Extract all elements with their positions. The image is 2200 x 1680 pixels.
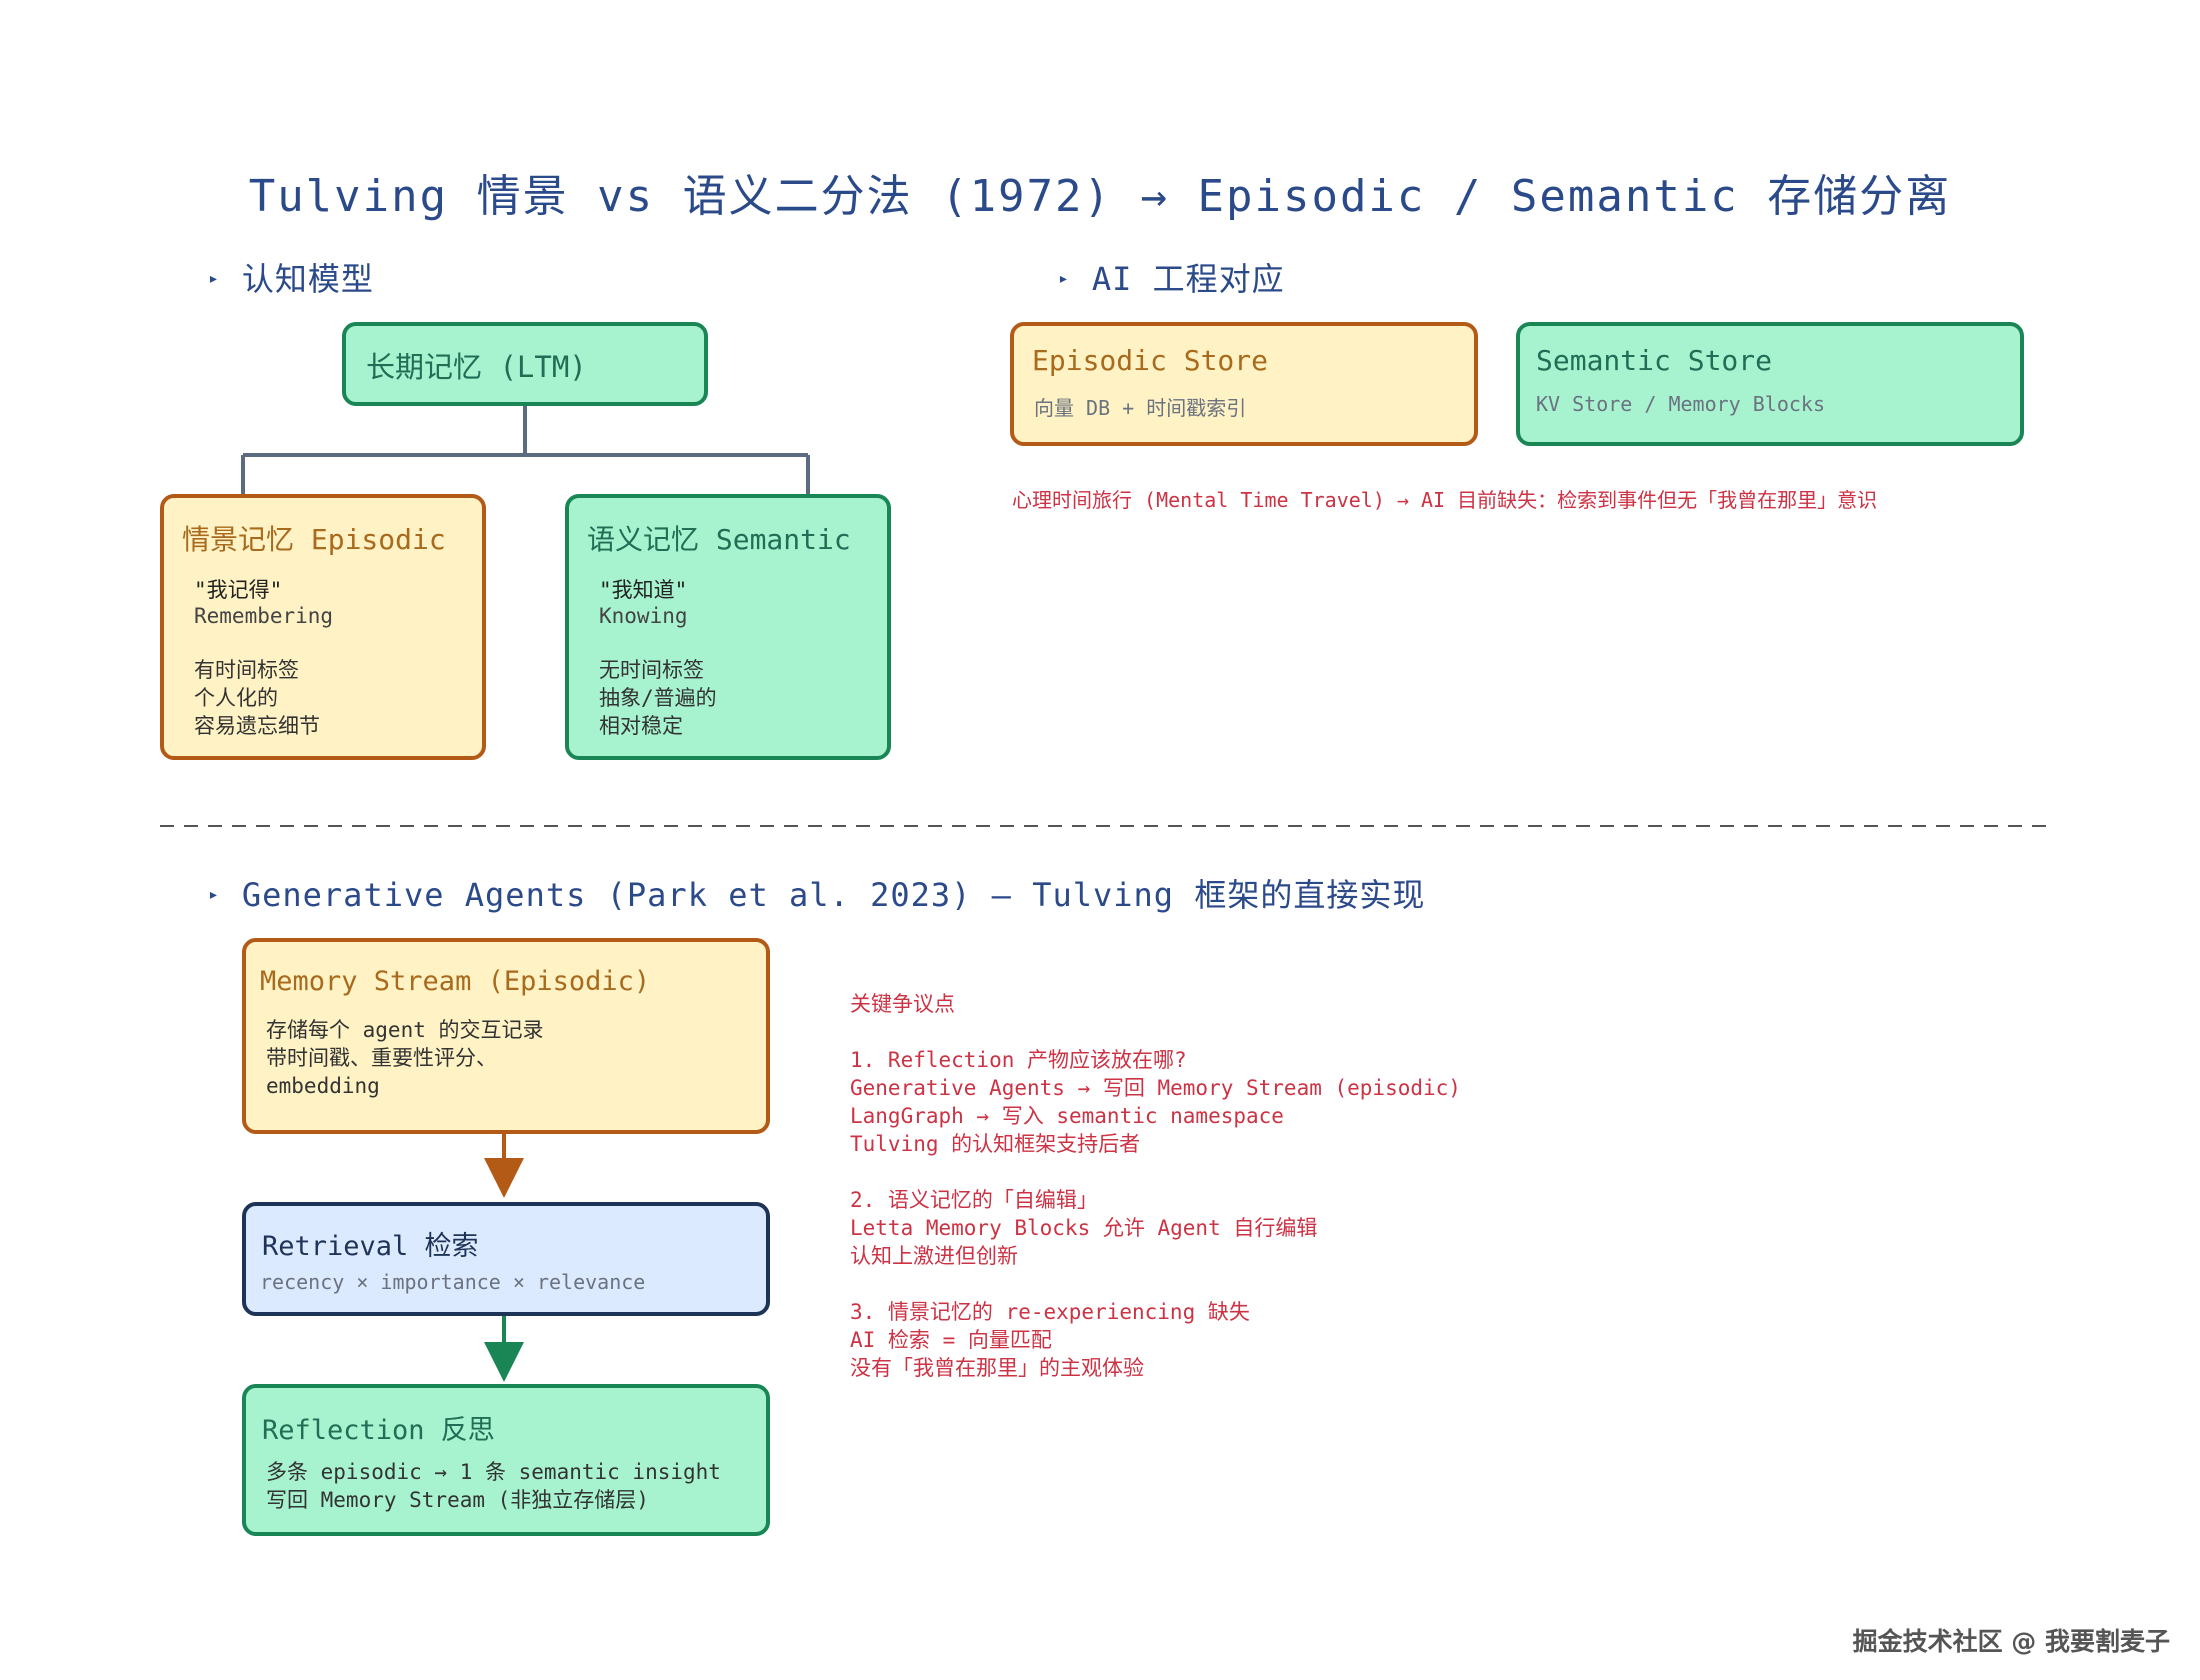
semantic-memory-box: 语义记忆 Semantic "我知道" Knowing 无时间标签 抽象/普遍的…	[565, 494, 891, 760]
memory-stream-title: Memory Stream (Episodic)	[260, 966, 651, 997]
controversy-heading: 关键争议点	[850, 992, 955, 1016]
controversy-point-2: 2. 语义记忆的「自编辑」 Letta Memory Blocks 允许 Age…	[850, 1188, 1318, 1268]
triangle-bullet-icon: ▸	[208, 883, 220, 905]
page-title: Tulving 情景 vs 语义二分法 (1972) → Episodic / …	[248, 171, 1952, 222]
episodic-quote: "我记得"	[194, 578, 283, 602]
retrieval-box: Retrieval 检索 recency × importance × rele…	[242, 1202, 770, 1316]
semantic-traits: 无时间标签 抽象/普遍的 相对稳定	[599, 658, 717, 738]
reflection-box: Reflection 反思 多条 episodic → 1 条 semantic…	[242, 1384, 770, 1536]
retrieval-title: Retrieval 检索	[262, 1231, 479, 1262]
ltm-box: 长期记忆 (LTM)	[342, 322, 708, 406]
episodic-traits: 有时间标签 个人化的 容易遗忘细节	[194, 658, 320, 738]
section-cognitive-model: ▸认知模型	[208, 260, 374, 298]
mental-time-travel-note: 心理时间旅行 (Mental Time Travel) → AI 目前缺失：检索…	[1012, 488, 1878, 512]
controversy-point-1: 1. Reflection 产物应该放在哪? Generative Agents…	[850, 1048, 1461, 1156]
semantic-subtitle: Knowing	[599, 604, 688, 628]
episodic-store-subtitle: 向量 DB + 时间戳索引	[1034, 396, 1247, 420]
memory-stream-body: 存储每个 agent 的交互记录 带时间戳、重要性评分、 embedding	[266, 1018, 544, 1098]
ltm-tree-connector	[241, 404, 810, 495]
semantic-title: 语义记忆 Semantic	[587, 523, 851, 556]
section-generative-agents: ▸Generative Agents (Park et al. 2023) — …	[208, 876, 1426, 914]
semantic-store-title: Semantic Store	[1536, 344, 1773, 377]
episodic-memory-box: 情景记忆 Episodic "我记得" Remembering 有时间标签 个人…	[160, 494, 486, 760]
controversy-point-3: 3. 情景记忆的 re-experiencing 缺失 AI 检索 = 向量匹配…	[850, 1300, 1250, 1380]
reflection-body: 多条 episodic → 1 条 semantic insight 写回 Me…	[266, 1460, 721, 1512]
retrieval-formula: recency × importance × relevance	[260, 1270, 646, 1294]
episodic-store-title: Episodic Store	[1032, 344, 1269, 377]
watermark: 掘金技术社区 @ 我要割麦子	[1852, 1627, 2170, 1656]
memory-stream-box: Memory Stream (Episodic) 存储每个 agent 的交互记…	[242, 938, 770, 1134]
triangle-bullet-icon: ▸	[1058, 267, 1070, 289]
section-ai-engineering: ▸AI 工程对应	[1058, 260, 1285, 298]
reflection-title: Reflection 反思	[262, 1415, 495, 1446]
triangle-bullet-icon: ▸	[208, 267, 220, 289]
semantic-store-subtitle: KV Store / Memory Blocks	[1536, 392, 1825, 416]
episodic-subtitle: Remembering	[194, 604, 334, 628]
semantic-store-box: Semantic Store KV Store / Memory Blocks	[1516, 322, 2024, 446]
episodic-store-box: Episodic Store 向量 DB + 时间戳索引	[1010, 322, 1478, 446]
ltm-label: 长期记忆 (LTM)	[366, 350, 587, 384]
episodic-title: 情景记忆 Episodic	[182, 523, 446, 556]
semantic-quote: "我知道"	[599, 578, 688, 602]
